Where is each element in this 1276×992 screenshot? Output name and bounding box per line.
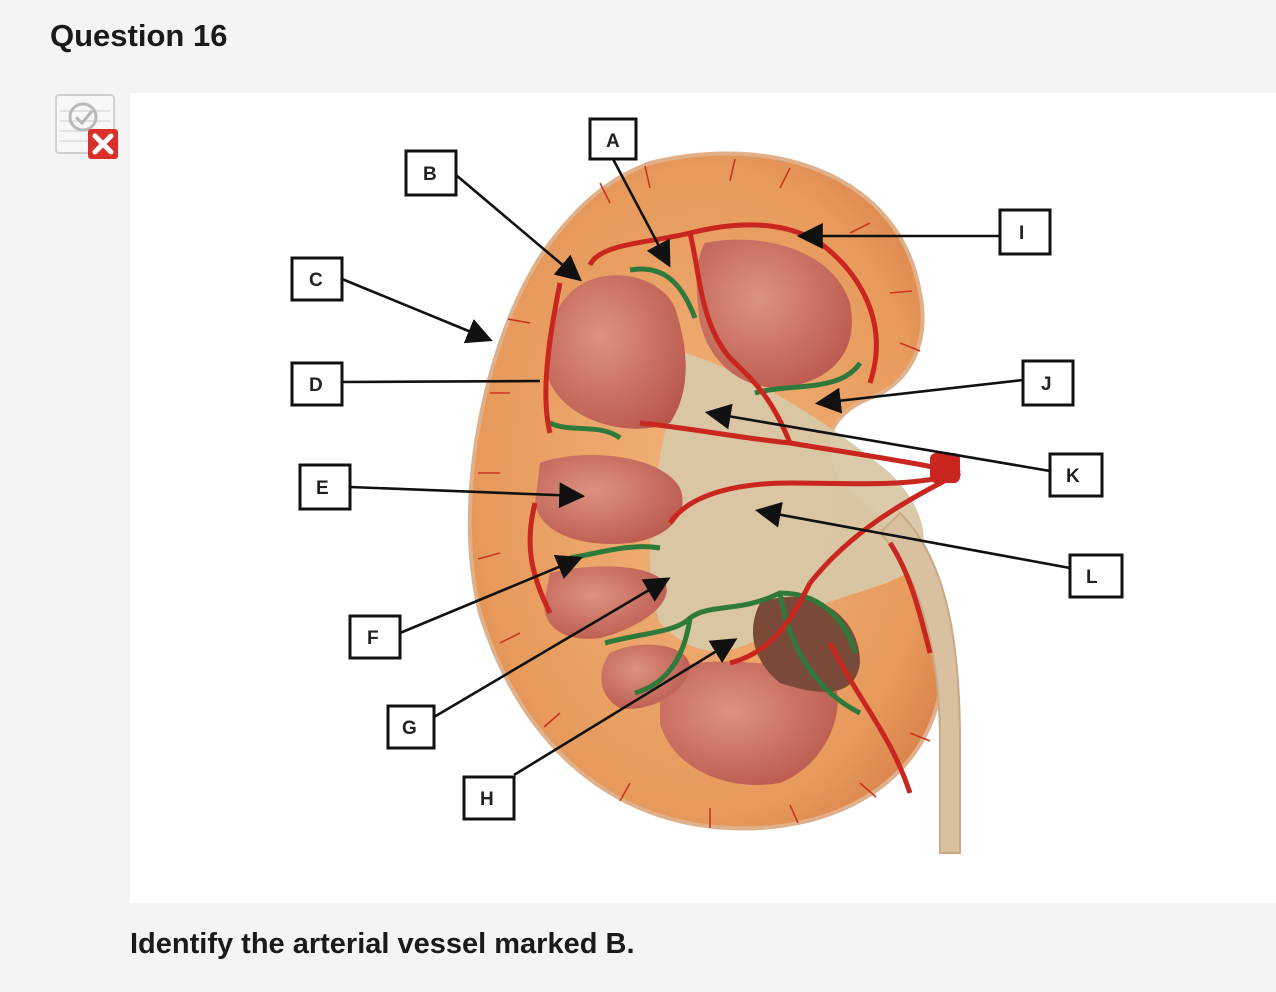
- svg-text:L: L: [1086, 567, 1098, 588]
- svg-text:K: K: [1066, 466, 1080, 487]
- svg-text:J: J: [1041, 374, 1052, 395]
- svg-text:E: E: [316, 478, 329, 499]
- renal-artery-main: [930, 453, 960, 483]
- interlobular-arteries: [477, 158, 931, 828]
- svg-text:F: F: [367, 628, 379, 649]
- svg-text:H: H: [480, 789, 494, 810]
- svg-text:C: C: [309, 270, 323, 291]
- svg-text:D: D: [309, 375, 323, 396]
- label-B: B: [404, 149, 458, 197]
- label-D: D: [290, 361, 344, 407]
- label-F: F: [348, 614, 402, 660]
- label-C: C: [290, 256, 344, 302]
- label-H: H: [462, 775, 516, 821]
- svg-text:I: I: [1019, 223, 1024, 244]
- kidney-diagram: A B C D E F G: [130, 93, 1276, 903]
- question-prompt: Identify the arterial vessel marked B.: [130, 928, 635, 960]
- renal-pyramids: [535, 239, 860, 785]
- label-K: K: [1048, 452, 1104, 498]
- label-J: J: [1021, 359, 1075, 407]
- label-L: L: [1068, 553, 1124, 599]
- renal-arteries: [527, 222, 962, 794]
- svg-text:B: B: [423, 164, 437, 185]
- kidney-illustration: A B C D E F G: [290, 117, 1124, 854]
- svg-text:G: G: [402, 718, 417, 739]
- question-title: Question 16: [50, 18, 228, 53]
- label-G: G: [386, 704, 436, 750]
- incorrect-answer-icon: [54, 93, 124, 163]
- label-A: A: [588, 117, 638, 161]
- label-I: I: [998, 208, 1052, 256]
- svg-text:A: A: [606, 131, 620, 152]
- label-E: E: [298, 463, 352, 511]
